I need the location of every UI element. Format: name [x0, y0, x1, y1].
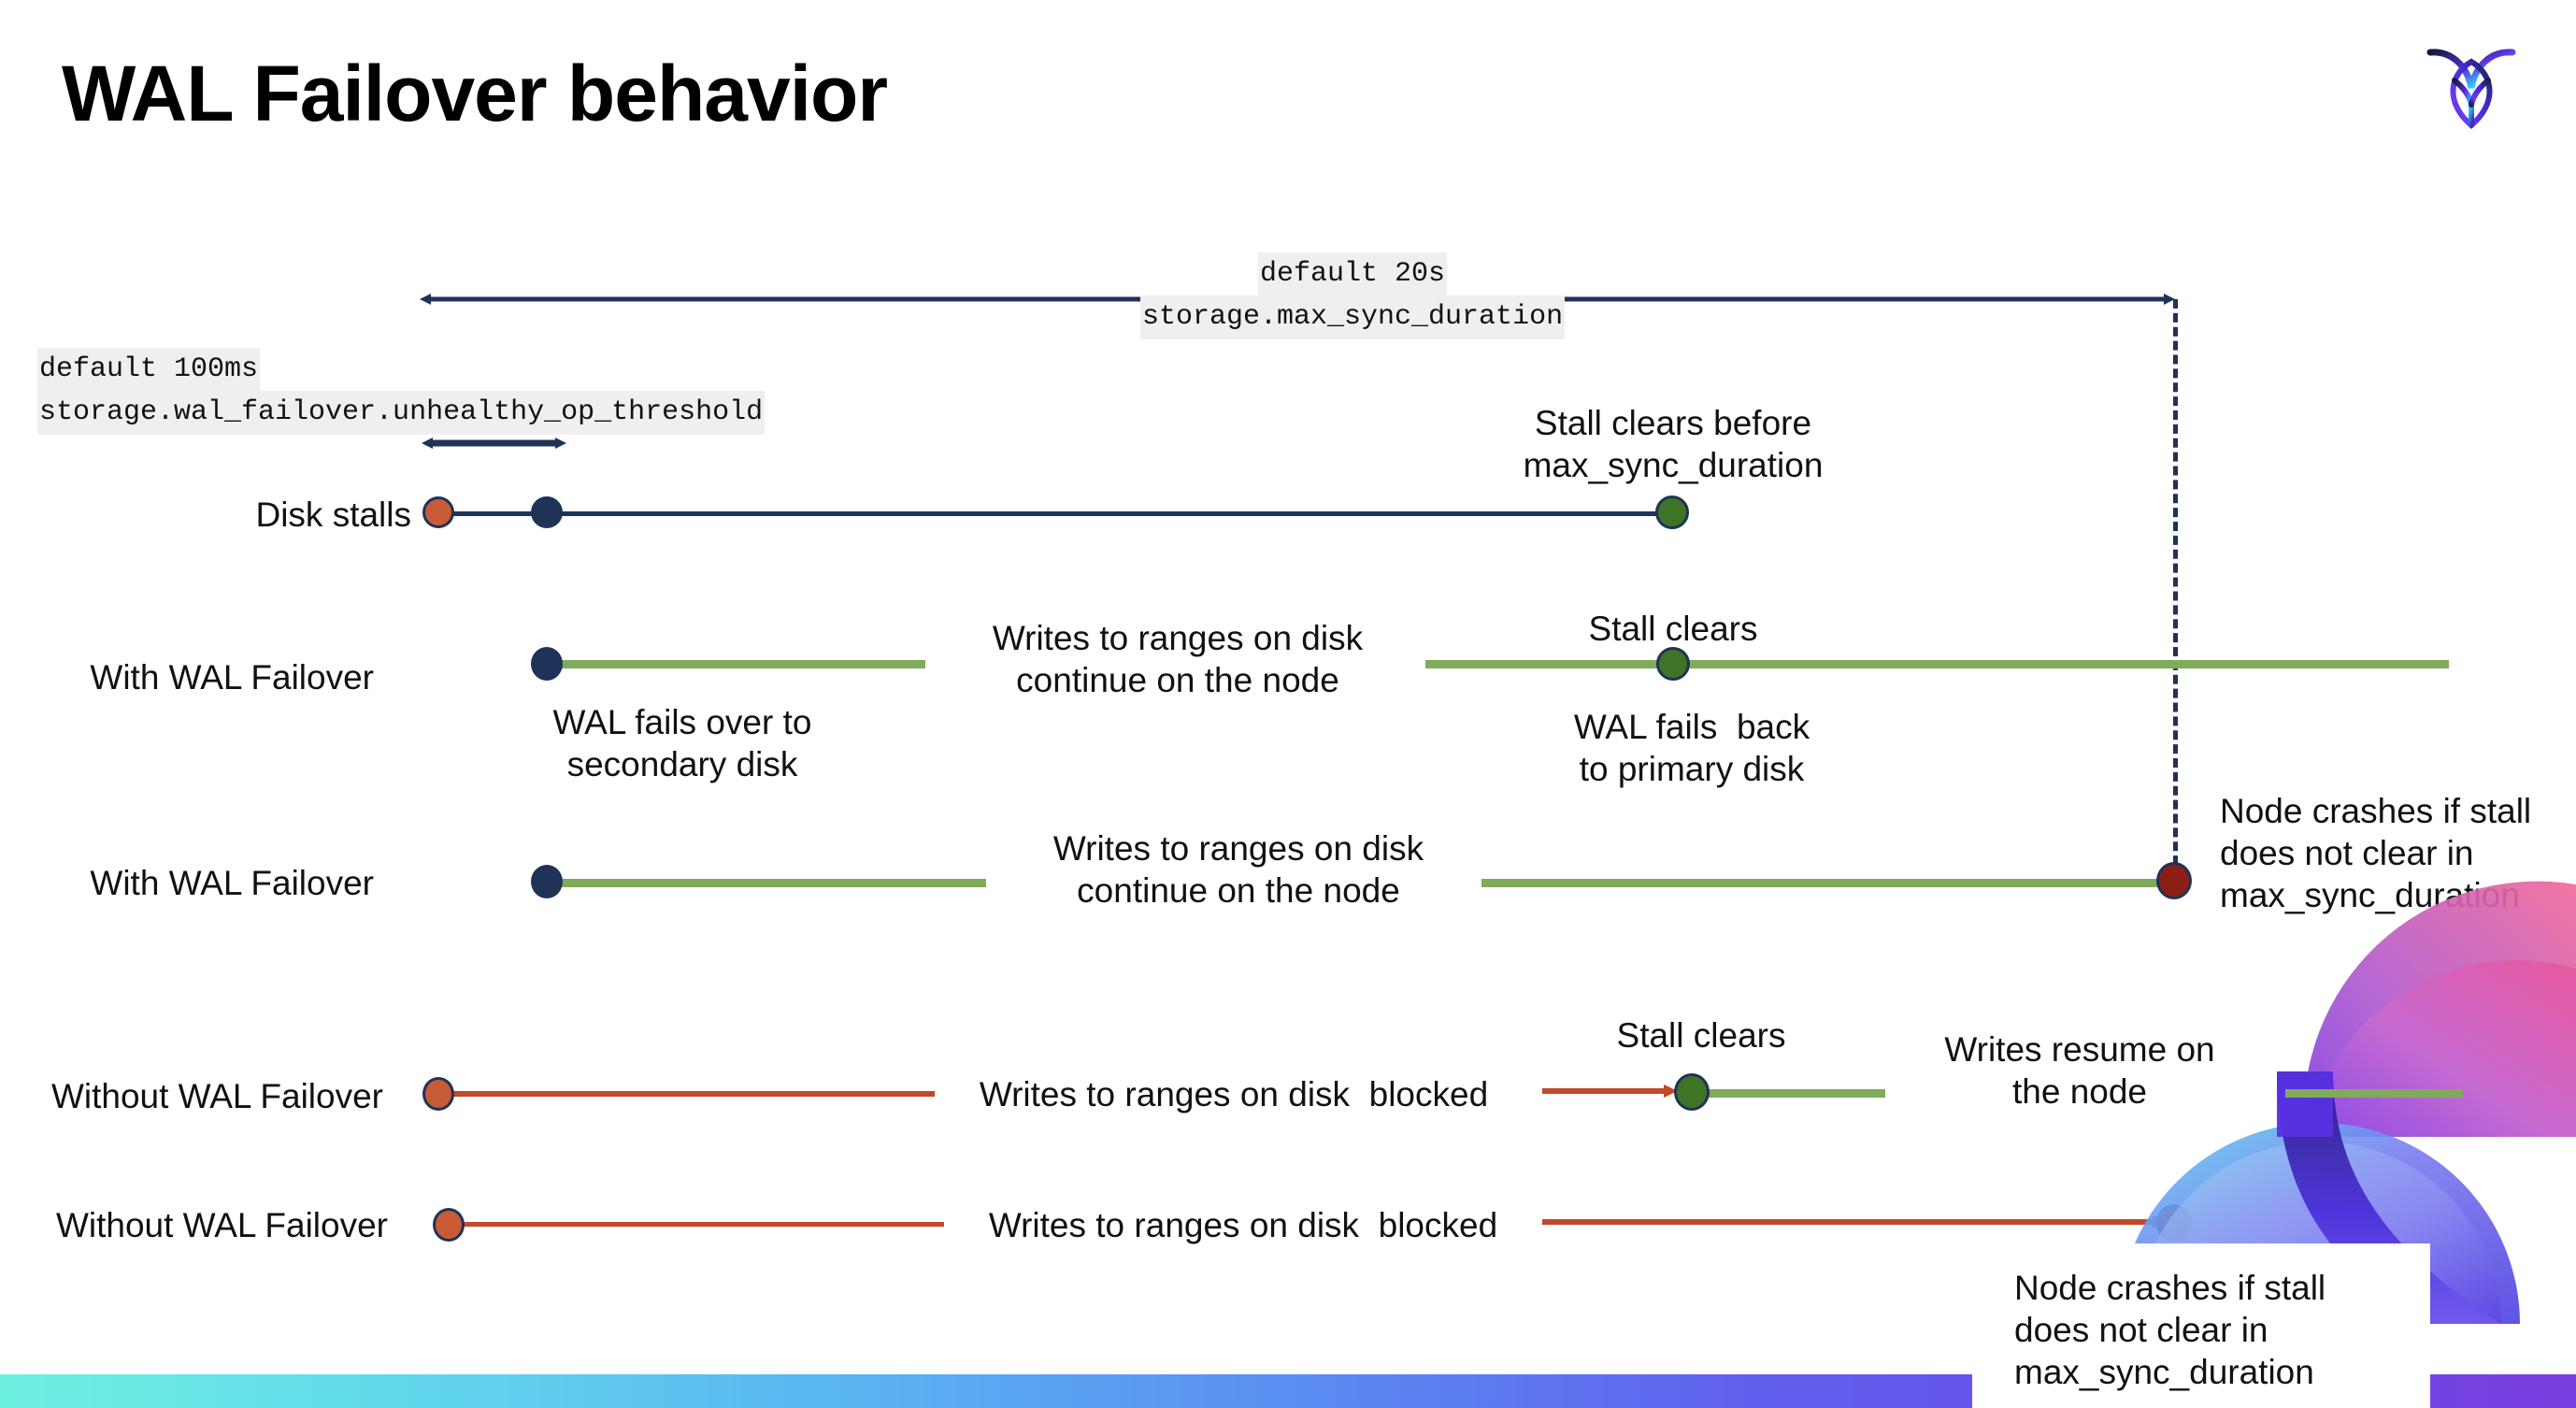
- note-writes-continue-2: Writes to ranges on disk continue on the…: [1052, 829, 1424, 911]
- note-writes-resume: Writes resume on the node: [1944, 1030, 2215, 1112]
- note-stall-clears-before-max-sync: Stall clears before max_sync_duration: [1523, 404, 1824, 485]
- row-label-without-wal-failover-2: Without WAL Failover: [55, 1206, 388, 1244]
- row-label-disk-stalls: Disk stalls: [255, 496, 411, 534]
- without-wal-failover-1-resume-segment-c: [2285, 1089, 2463, 1098]
- row-label-with-wal-failover-1: With WAL Failover: [90, 658, 374, 697]
- unhealthy-setting-label: storage.wal_failover.unhealthy_op_thresh…: [37, 391, 766, 435]
- disk-stalls-stall-clears-dot: [1655, 496, 1689, 529]
- note-writes-continue-1: Writes to ranges on disk continue on the…: [992, 619, 1364, 700]
- without-wal-failover-1-blocked-arrow: [1542, 1085, 1678, 1098]
- note-writes-blocked-2: Writes to ranges on disk blocked: [988, 1206, 1498, 1244]
- page-title: WAL Failover behavior: [62, 50, 888, 137]
- row-label-with-wal-failover-2: With WAL Failover: [90, 864, 374, 902]
- note-node-crashes-2: Node crashes if stall does not clear in …: [2014, 1269, 2326, 1392]
- without-wal-failover-1-stall-clears-dot: [1674, 1073, 1710, 1111]
- max-sync-default-label: default 20s: [1258, 252, 1448, 296]
- without-wal-failover-2-blocked-arrow: [1542, 1215, 2167, 1228]
- note-node-crashes-1: Node crashes if stall does not clear in …: [2220, 792, 2532, 915]
- without-wal-failover-1-blocked-segment: [439, 1091, 935, 1097]
- disk-stalls-timeline: [439, 511, 1675, 516]
- cockroachdb-logo: [2426, 49, 2516, 129]
- note-stall-clears-1: Stall clears: [1588, 610, 1758, 648]
- with-wal-failover-2-segment-b: [1481, 879, 2178, 887]
- with-wal-failover-2-failover-dot: [531, 865, 563, 898]
- max-sync-setting-label: storage.max_sync_duration: [1140, 295, 1566, 339]
- unhealthy-default-label: default 100ms: [37, 348, 261, 392]
- with-wal-failover-2-segment-a: [547, 879, 986, 887]
- note-wal-fails-over: WAL fails over to secondary disk: [552, 703, 812, 784]
- with-wal-failover-2-node-crash-dot: [2156, 862, 2192, 899]
- without-wal-failover-2-stall-start-dot: [433, 1208, 465, 1242]
- note-stall-clears-2: Stall clears: [1616, 1016, 1786, 1055]
- unhealthy-op-threshold-annotation: default 100ms storage.wal_failover.unhea…: [37, 348, 766, 435]
- max-sync-deadline-dashed-line: [2173, 299, 2178, 879]
- with-wal-failover-1-segment-b: [1425, 660, 2449, 668]
- without-wal-failover-1-stall-start-dot: [422, 1077, 454, 1111]
- row-label-without-wal-failover-1: Without WAL Failover: [50, 1077, 383, 1115]
- with-wal-failover-1-stall-clears-dot: [1656, 647, 1690, 681]
- with-wal-failover-1-segment-a: [547, 660, 925, 668]
- without-wal-failover-1-resume-segment-a: [1694, 1089, 1885, 1098]
- without-wal-failover-2-node-crash-dot: [2156, 1204, 2192, 1242]
- unhealthy-op-threshold-span-arrow: [422, 438, 566, 449]
- disk-stall-start-dot: [422, 496, 454, 528]
- max-sync-duration-annotation: default 20s storage.max_sync_duration: [1140, 252, 1566, 339]
- with-wal-failover-1-failover-dot: [531, 647, 563, 681]
- without-wal-failover-2-blocked-segment-a: [449, 1222, 944, 1227]
- note-wal-fails-back: WAL fails back to primary disk: [1573, 708, 1810, 789]
- note-writes-blocked-1: Writes to ranges on disk blocked: [979, 1075, 1489, 1113]
- disk-stalls-failover-dot: [531, 496, 563, 528]
